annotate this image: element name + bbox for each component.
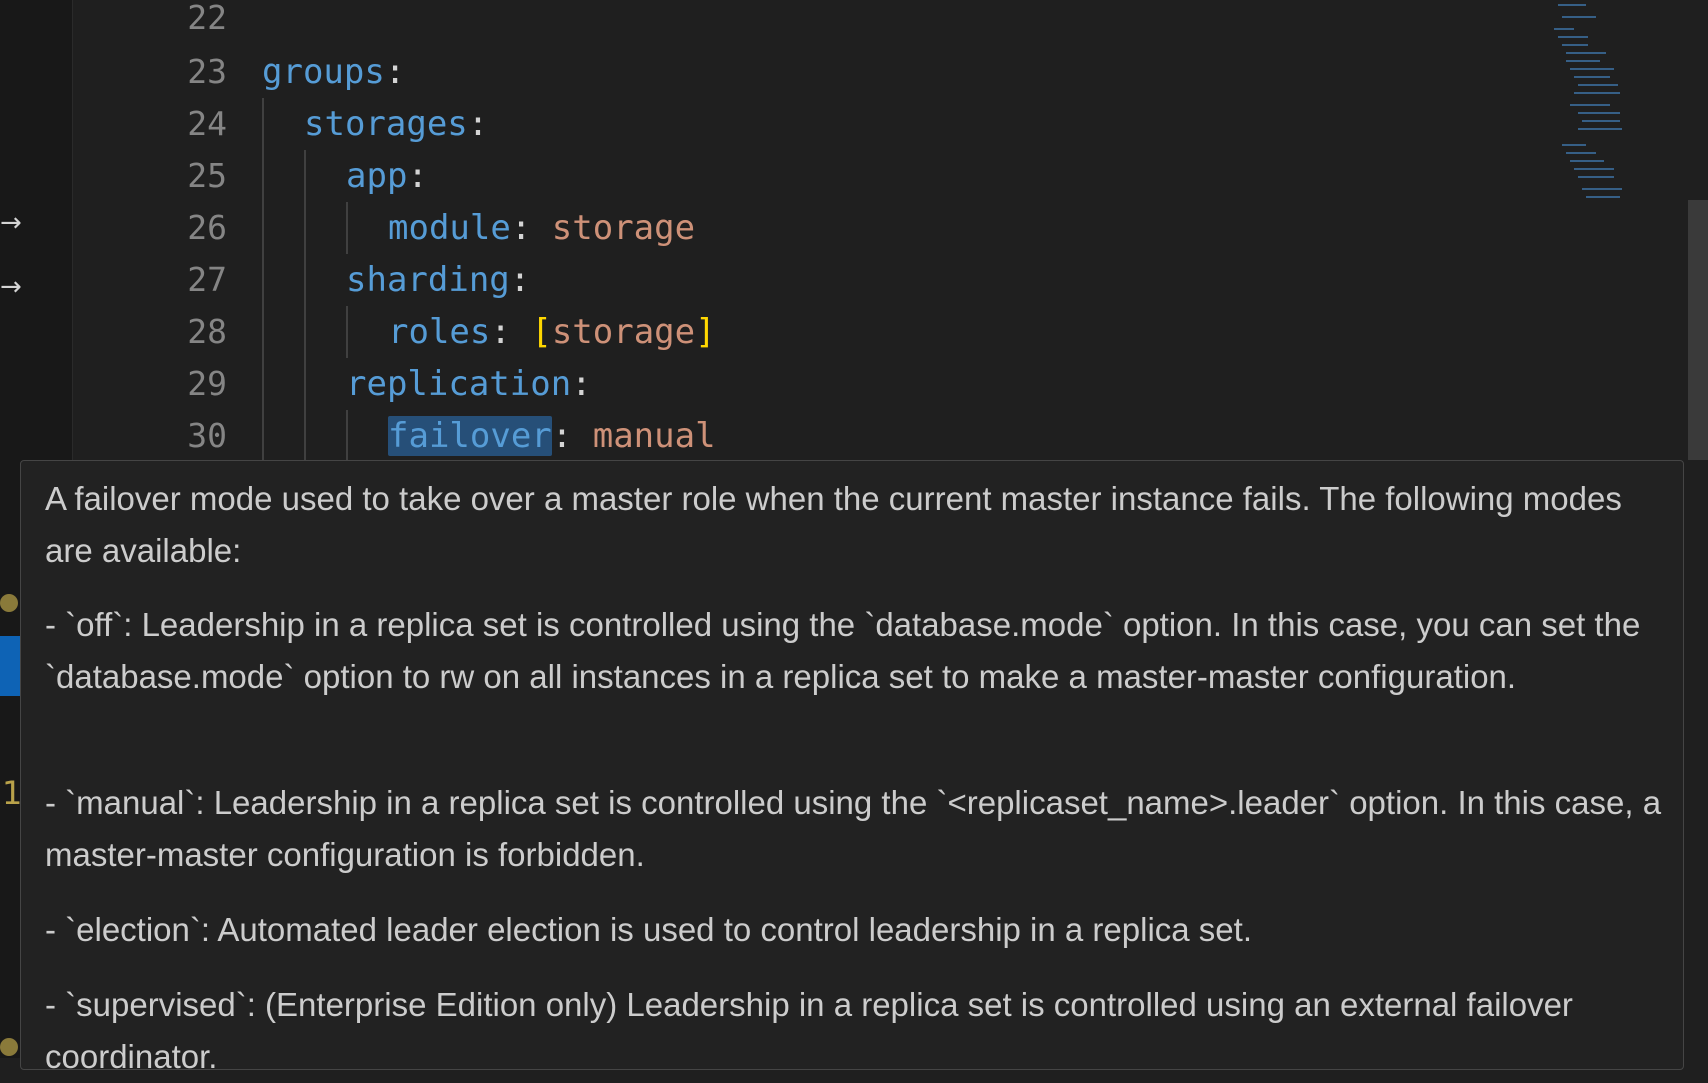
line-number: 22: [187, 0, 227, 37]
bracket-open: [: [531, 312, 552, 352]
colon: :: [551, 416, 573, 456]
yaml-value: storage: [551, 208, 696, 248]
hover-paragraph-description: A failover mode used to take over a mast…: [45, 480, 1622, 569]
gutter-breakpoint-dot[interactable]: [0, 594, 18, 612]
indent-guide: [346, 202, 348, 254]
colon: :: [467, 104, 489, 144]
yaml-key: groups: [262, 52, 385, 92]
yaml-key: roles: [388, 312, 491, 352]
gutter-modified-indicator: [0, 636, 20, 696]
code-line[interactable]: 24 storages:: [72, 98, 1572, 150]
line-number: 25: [187, 156, 227, 195]
indent-guide: [346, 306, 348, 358]
hover-paragraph-supervised: - `supervised`: (Enterprise Edition only…: [45, 986, 1573, 1075]
yaml-value: manual: [592, 416, 716, 456]
minimap[interactable]: [1548, 0, 1628, 210]
yaml-key: sharding: [346, 260, 510, 300]
colon: :: [407, 156, 428, 196]
arrow-right-icon: →: [0, 208, 22, 238]
colon: :: [510, 208, 532, 248]
hover-tooltip: A failover mode used to take over a mast…: [20, 460, 1684, 1075]
hover-paragraph-manual: - `manual`: Leadership in a replica set …: [45, 784, 1662, 873]
code-editor[interactable]: 22 23 groups: 24 storages: 25 app: 26 mo…: [72, 0, 1688, 470]
line-number: 29: [187, 364, 227, 403]
colon: :: [509, 260, 531, 300]
yaml-key: app: [346, 156, 408, 196]
vertical-scrollbar-track[interactable]: [1688, 0, 1708, 1058]
yaml-key: storages: [304, 104, 468, 144]
code-line[interactable]: 29 replication:: [72, 358, 1572, 410]
indent-guide: [262, 98, 264, 470]
yaml-key-highlighted[interactable]: failover: [388, 416, 552, 456]
line-number: 26: [187, 208, 227, 247]
indent-guide: [346, 410, 348, 470]
code-line[interactable]: 26 module: storage: [72, 202, 1572, 254]
line-number: 30: [187, 416, 227, 455]
line-number: 28: [187, 312, 227, 351]
line-number: 24: [187, 104, 227, 143]
hover-paragraph-election: - `election`: Automated leader election …: [45, 911, 1252, 948]
code-line[interactable]: 22: [72, 0, 1572, 44]
gutter-badge: 1: [2, 774, 23, 812]
vertical-scrollbar-thumb[interactable]: [1688, 200, 1708, 460]
bracket-close: ]: [695, 312, 716, 352]
indent-guide: [304, 150, 306, 470]
code-line[interactable]: 25 app:: [72, 150, 1572, 202]
code-line[interactable]: 28 roles: [storage]: [72, 306, 1572, 358]
yaml-key: module: [388, 208, 511, 248]
line-number: 23: [187, 52, 227, 91]
colon: :: [490, 312, 511, 352]
colon: :: [571, 364, 592, 404]
arrow-right-icon: →: [0, 272, 22, 302]
yaml-key: replication: [346, 364, 572, 404]
line-number: 27: [187, 260, 227, 299]
gutter-breakpoint-dot[interactable]: [0, 1038, 18, 1056]
hover-paragraph-off: - `off`: Leadership in a replica set is …: [45, 606, 1641, 695]
code-line[interactable]: 30 failover: manual: [72, 410, 1572, 462]
colon: :: [384, 52, 406, 92]
yaml-value: storage: [551, 312, 696, 352]
code-line[interactable]: 23 groups:: [72, 46, 1572, 98]
code-line[interactable]: 27 sharding:: [72, 254, 1572, 306]
